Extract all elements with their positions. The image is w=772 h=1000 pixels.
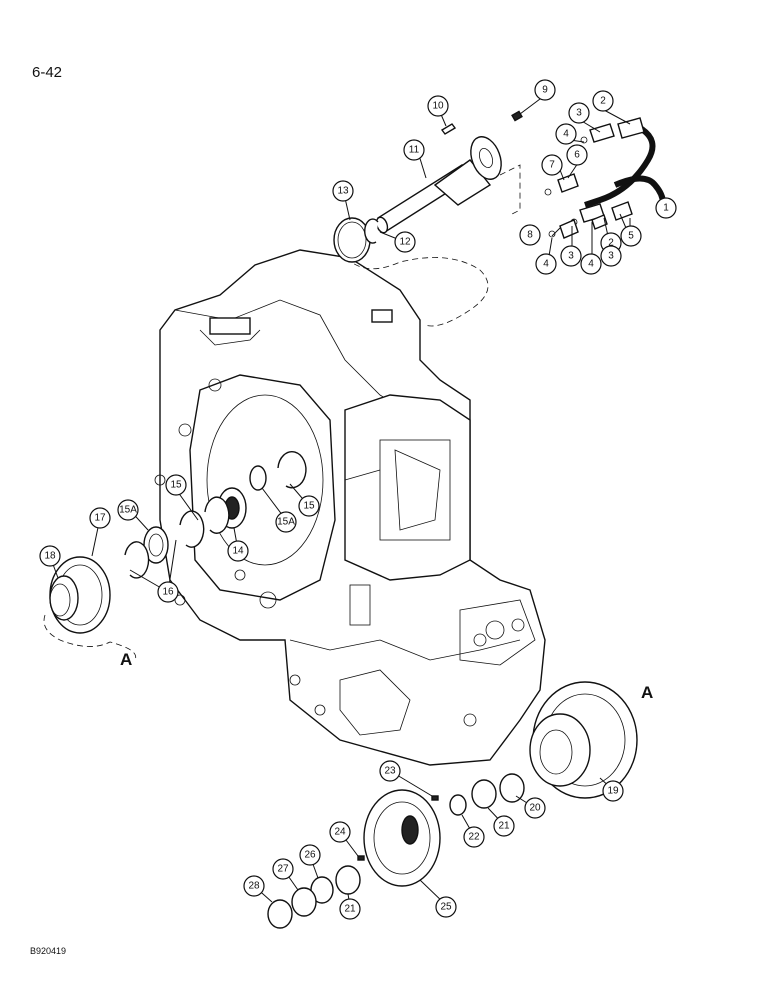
page-number: 6-42 [32, 64, 63, 81]
view-label-a-right: A [641, 683, 653, 702]
svg-text:2: 2 [600, 96, 606, 107]
svg-text:20: 20 [529, 803, 541, 814]
svg-text:28: 28 [248, 881, 260, 892]
drawing-id: B920419 [30, 946, 67, 956]
callout-9: 9 [534, 79, 556, 101]
svg-text:18: 18 [44, 551, 56, 562]
callout-28: 27 [272, 858, 294, 880]
callout-24: 23 [379, 760, 401, 782]
svg-text:15: 15 [303, 501, 315, 512]
callout-3: 3 [568, 102, 590, 124]
callout-4: 4 [555, 123, 577, 145]
svg-text:10: 10 [432, 101, 444, 112]
callout-6: 6 [566, 144, 588, 166]
callout-18: 17 [89, 507, 111, 529]
callout-7: 7 [541, 154, 563, 176]
svg-text:5: 5 [628, 231, 634, 242]
callout-16: 15A [117, 499, 139, 521]
svg-text:7: 7 [549, 160, 555, 171]
svg-text:21: 21 [498, 821, 510, 832]
phantom-line-fittings [499, 164, 521, 216]
svg-text:21: 21 [344, 904, 356, 915]
shaft-assembly [333, 110, 523, 263]
callout-29: 28 [243, 875, 265, 897]
callout-8: 8 [519, 224, 541, 246]
phantom-line-a-left [43, 614, 137, 661]
callout-22: 21 [493, 815, 515, 837]
callout-20: 19 [602, 780, 624, 802]
callout-17: 16 [157, 581, 179, 603]
callout-10: 10 [427, 95, 449, 117]
phantom-line-shaft [339, 249, 489, 327]
svg-text:24: 24 [334, 827, 346, 838]
callout-4b: 4 [535, 253, 557, 275]
callout-21: 20 [524, 797, 546, 819]
callout-27: 26 [299, 844, 321, 866]
svg-text:4: 4 [543, 259, 549, 270]
svg-text:19: 19 [607, 786, 619, 797]
svg-text:27: 27 [277, 864, 289, 875]
callout-15A: 15A [275, 511, 297, 533]
callout-3b: 3 [560, 245, 582, 267]
callout-25: 24 [329, 821, 351, 843]
svg-text:15A: 15A [119, 505, 137, 516]
callout-2: 2 [592, 90, 614, 112]
callout-26: 25 [435, 896, 457, 918]
svg-text:1: 1 [663, 203, 669, 214]
svg-text:3: 3 [568, 251, 574, 262]
svg-text:12: 12 [399, 237, 411, 248]
callout-11: 11 [403, 139, 425, 161]
right-gear-set [267, 681, 638, 929]
svg-text:4: 4 [563, 129, 569, 140]
callout-14: 14 [227, 540, 249, 562]
callout-1: 1 [655, 197, 677, 219]
svg-text:6: 6 [574, 150, 580, 161]
svg-text:13: 13 [337, 186, 349, 197]
callout-15a: 15 [165, 474, 187, 496]
callout-13: 13 [332, 180, 354, 202]
hose-assembly [544, 117, 667, 239]
callout-22b: 21 [339, 898, 361, 920]
callout-12: 12 [394, 231, 416, 253]
callout-3c: 3 [600, 245, 622, 267]
svg-text:14: 14 [232, 546, 244, 557]
svg-text:8: 8 [527, 230, 533, 241]
svg-text:4: 4 [588, 259, 594, 270]
svg-text:3: 3 [576, 108, 582, 119]
svg-text:9: 9 [542, 85, 548, 96]
callout-19: 18 [39, 545, 61, 567]
view-label-a-left: A [120, 650, 132, 669]
callout-23: 22 [463, 826, 485, 848]
svg-text:26: 26 [304, 850, 316, 861]
svg-text:15A: 15A [277, 517, 295, 528]
svg-text:2: 2 [608, 238, 614, 249]
callout-5: 5 [620, 225, 642, 247]
svg-text:25: 25 [440, 902, 452, 913]
callout-4c: 4 [580, 253, 602, 275]
svg-text:3: 3 [608, 251, 614, 262]
svg-text:23: 23 [384, 766, 396, 777]
svg-text:11: 11 [409, 145, 420, 156]
svg-text:15: 15 [170, 480, 182, 491]
left-gear-set [49, 451, 307, 634]
callout-15b: 15 [298, 495, 320, 517]
svg-text:22: 22 [468, 832, 480, 843]
svg-text:16: 16 [162, 587, 174, 598]
svg-text:17: 17 [94, 513, 106, 524]
